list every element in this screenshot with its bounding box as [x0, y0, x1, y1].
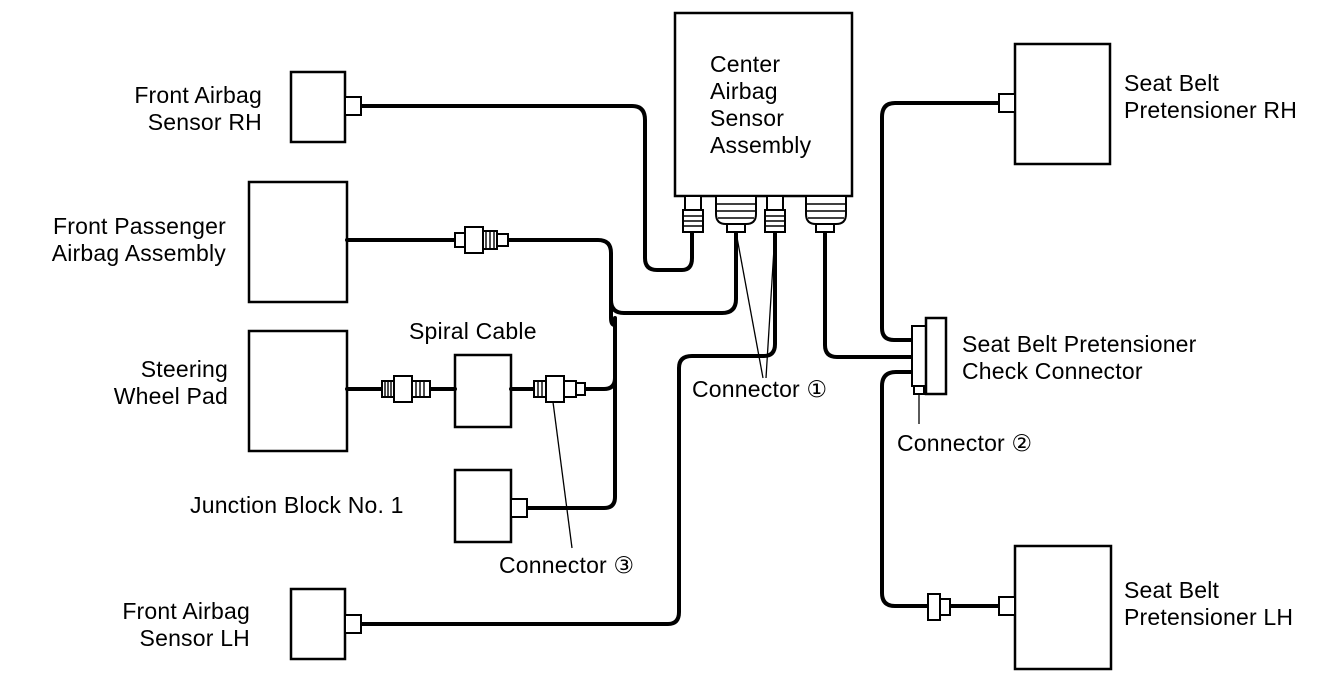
front-airbag-sensor-rh-box	[289, 70, 347, 144]
check-connector-label: Seat Belt Pretensioner Check Connector	[962, 331, 1197, 384]
spiral-cable-label: Spiral Cable	[409, 318, 537, 344]
pretensioner-lh-plug	[998, 596, 1016, 616]
wire-pretensioner-rh	[880, 101, 1001, 342]
center-connector-1	[715, 195, 757, 233]
front-passenger-airbag-box	[247, 180, 349, 304]
front-passenger-label: Front Passenger Airbag Assembly	[51, 213, 226, 266]
wire-pretensioner-lh	[880, 370, 1001, 608]
connector-3-label: Connector ③	[499, 552, 635, 578]
inline-connector-pretensioner-lh	[927, 593, 951, 621]
junction-block-box	[453, 468, 513, 544]
center-connector-c	[805, 195, 847, 233]
connector-3-leader	[552, 401, 573, 549]
steering-pad-label: Steering Wheel Pad	[113, 356, 228, 409]
junction-block-plug	[510, 498, 528, 518]
front-sensor-rh-plug	[344, 96, 362, 116]
junction-block-label: Junction Block No. 1	[190, 492, 404, 518]
pretensioner-rh-plug	[998, 93, 1016, 113]
wire-trunk-vertical	[525, 298, 617, 510]
connector-1-leader-b	[765, 231, 776, 379]
connector-1-leader	[735, 231, 764, 379]
front-airbag-sensor-lh-box	[289, 587, 347, 661]
pretensioner-rh-box	[1013, 42, 1112, 166]
front-sensor-rh-label: Front Airbag Sensor RH	[134, 82, 262, 135]
center-airbag-sensor-box	[673, 11, 854, 198]
wire-front-sensor-rh	[359, 104, 694, 272]
center-sensor-label: Center Airbag Sensor Assembly	[710, 51, 812, 158]
connector-2-label: Connector ②	[897, 430, 1033, 456]
front-sensor-lh-plug	[344, 614, 362, 634]
pretensioner-lh-label: Seat Belt Pretensioner LH	[1124, 577, 1294, 630]
wire-spiral-to-connector3	[509, 376, 617, 391]
inline-connector-steering	[381, 375, 431, 403]
check-connector-shape	[911, 316, 948, 396]
wire-front-sensor-lh	[359, 228, 777, 626]
connector-1-label: Connector ①	[692, 376, 828, 402]
pretensioner-rh-label: Seat Belt Pretensioner RH	[1124, 70, 1298, 123]
front-sensor-lh-label: Front Airbag Sensor LH	[122, 598, 250, 651]
inline-connector-passenger	[454, 226, 509, 254]
inline-connector-3	[533, 375, 586, 403]
center-connector-a	[682, 195, 704, 233]
center-connector-b	[764, 195, 786, 233]
wire-center-to-check-connector	[823, 230, 914, 359]
steering-wheel-pad-box	[247, 329, 349, 453]
pretensioner-lh-box	[1013, 544, 1113, 671]
spiral-cable-box	[453, 353, 513, 429]
wire-front-passenger	[345, 228, 738, 315]
